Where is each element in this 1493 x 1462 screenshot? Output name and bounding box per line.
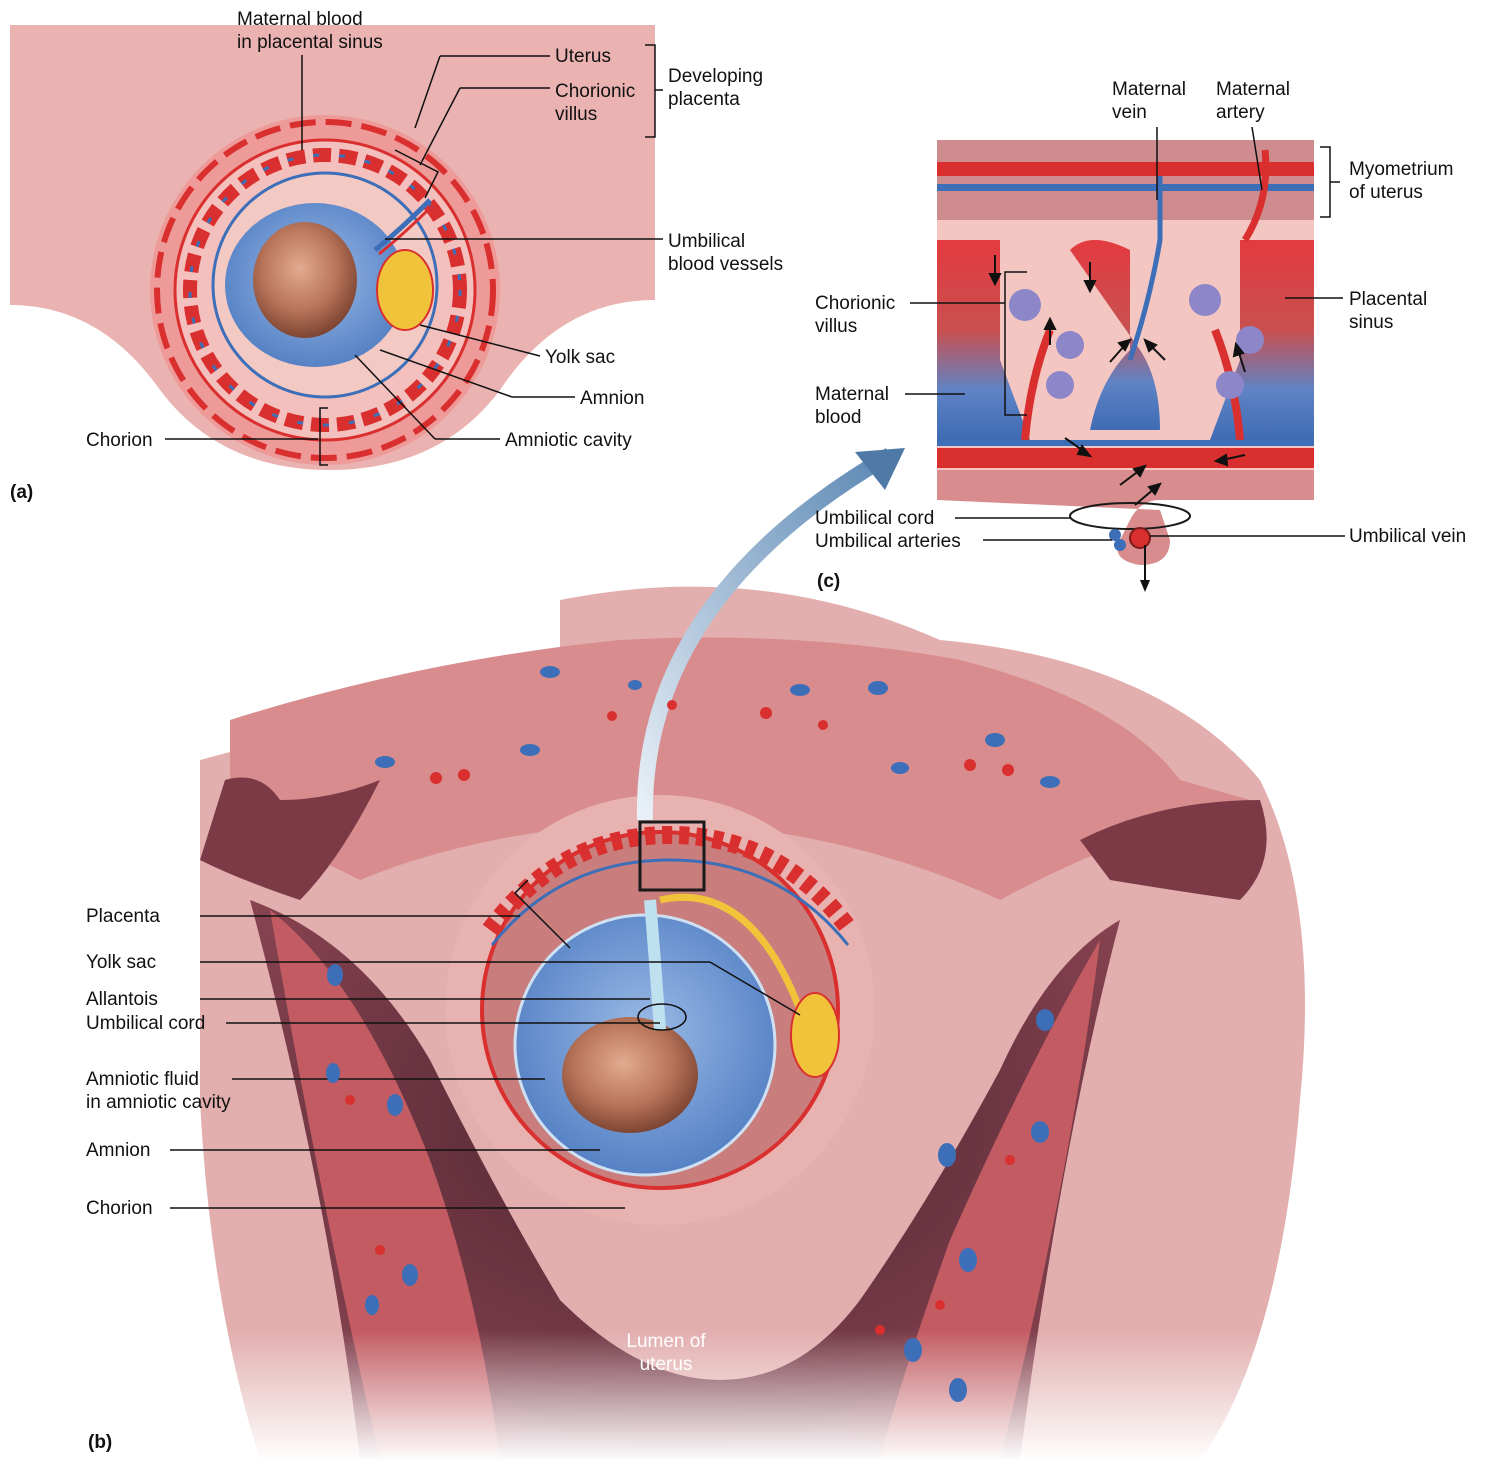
label-yolk-sac-b: Yolk sac [86, 951, 156, 974]
label-developing-placenta: Developing placenta [668, 65, 763, 111]
label-uterus-a: Uterus [555, 45, 611, 68]
embryo-b [562, 1017, 698, 1133]
label-myometrium: Myometrium of uterus [1349, 158, 1454, 204]
embryo-a [253, 222, 357, 338]
label-maternal-vein: Maternal vein [1112, 78, 1186, 124]
umbilical-vein-c [1130, 528, 1150, 548]
label-amnion-a: Amnion [580, 387, 644, 410]
label-amniotic-fluid: Amniotic fluid in amniotic cavity [86, 1068, 231, 1114]
label-placenta-b: Placenta [86, 905, 160, 928]
label-umbilical-vein: Umbilical vein [1349, 525, 1466, 548]
panel-b-artwork [0, 448, 1493, 1462]
label-yolk-sac-a: Yolk sac [545, 346, 615, 369]
panel-label-b: (b) [88, 1432, 112, 1454]
yolk-sac-a [377, 250, 433, 330]
label-chorionic-villus-a: Chorionic villus [555, 80, 635, 126]
label-chorion-a: Chorion [86, 429, 153, 452]
label-lumen-of-uterus: Lumen of uterus [616, 1330, 716, 1376]
yolk-sac-b [791, 993, 839, 1077]
label-maternal-blood: Maternal blood [815, 383, 889, 429]
label-chorionic-villus-c: Chorionic villus [815, 292, 895, 338]
label-amnion-b: Amnion [86, 1139, 150, 1162]
label-allantois: Allantois [86, 988, 158, 1011]
panel-label-a: (a) [10, 482, 33, 504]
panel-c-artwork [937, 140, 1314, 592]
chorionic-plate-artery [937, 448, 1314, 468]
label-umbilical-cord-c: Umbilical cord [815, 507, 934, 530]
label-umbilical-blood-vessels: Umbilical blood vessels [668, 230, 783, 276]
label-umbilical-cord-b: Umbilical cord [86, 1012, 205, 1035]
label-amniotic-cavity-a: Amniotic cavity [505, 429, 632, 452]
label-maternal-artery: Maternal artery [1216, 78, 1290, 124]
label-chorion-b: Chorion [86, 1197, 153, 1220]
maternal-vein-band [937, 184, 1314, 191]
panel-label-c: (c) [817, 571, 840, 593]
label-maternal-blood-sinus: Maternal blood in placental sinus [237, 8, 383, 54]
label-placental-sinus: Placental sinus [1349, 288, 1427, 334]
label-umbilical-arteries: Umbilical arteries [815, 530, 961, 553]
